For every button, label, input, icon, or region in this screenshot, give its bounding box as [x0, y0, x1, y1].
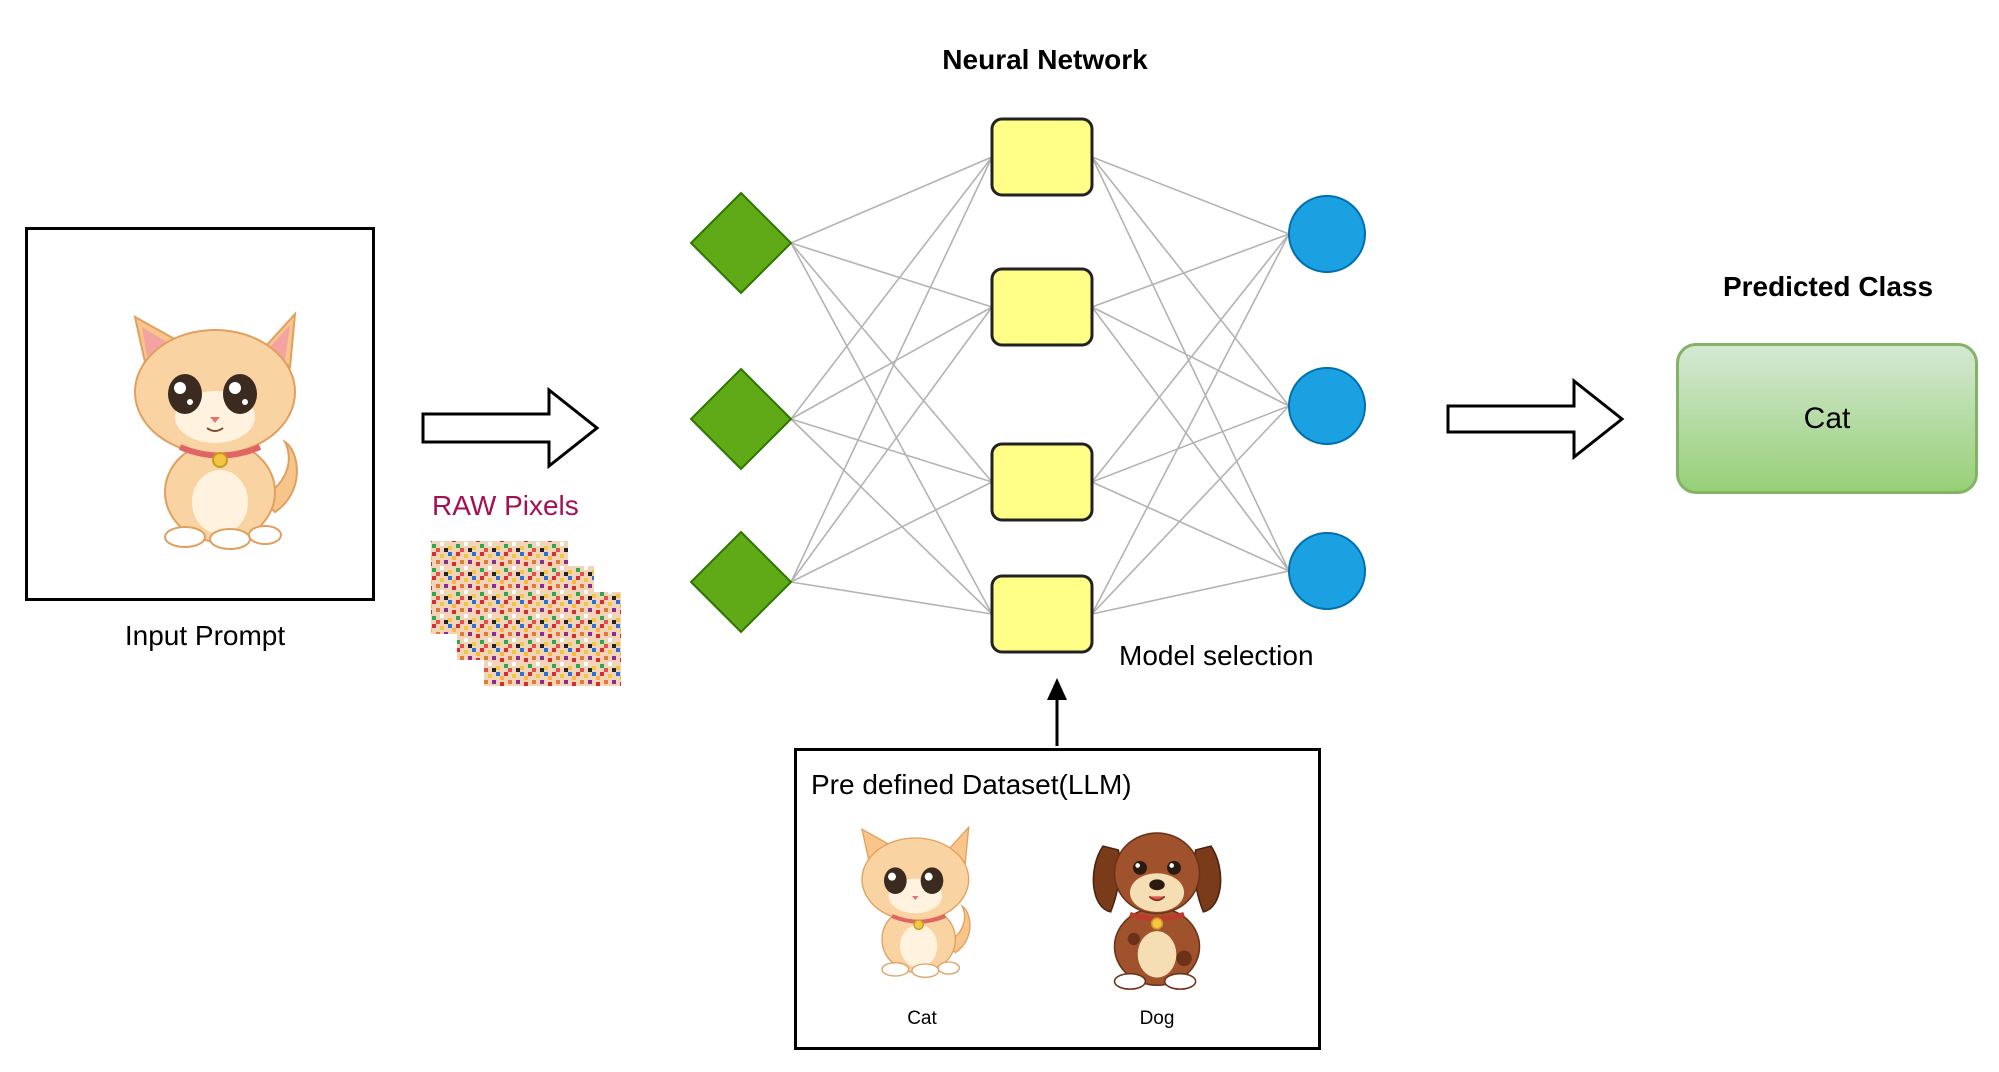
edge-h2-out0 [1091, 233, 1290, 483]
input-prompt-caption: Input Prompt [124, 620, 286, 651]
edge-h0-out0 [1091, 156, 1290, 235]
dataset-dog-image [1092, 832, 1222, 990]
hidden-node-0 [990, 117, 1094, 197]
network-edges [790, 156, 1290, 615]
edge-in0-h3 [790, 242, 993, 615]
input-node-0 [689, 191, 793, 295]
edge-in0-h1 [790, 242, 993, 308]
predicted-class-box: Cat [1676, 343, 1978, 494]
edge-in2-h1 [790, 306, 993, 583]
edge-h2-out1 [1091, 405, 1290, 483]
arrow-input-to-network [421, 386, 600, 470]
hidden-node-3 [990, 574, 1094, 654]
dataset-cat-label: Cat [907, 1008, 937, 1029]
dataset-title: Pre defined Dataset(LLM) [811, 769, 1132, 800]
output-node-2 [1288, 532, 1366, 610]
hidden-node-1 [990, 267, 1094, 347]
edge-h1-out0 [1091, 233, 1290, 308]
output-node-0 [1288, 195, 1366, 273]
edge-in0-h0 [790, 156, 993, 244]
edge-h0-out2 [1091, 156, 1290, 572]
edge-h3-out0 [1091, 233, 1290, 615]
input-node-1 [689, 367, 793, 471]
edge-in2-h2 [790, 481, 993, 583]
predicted-class-title: Predicted Class [1722, 271, 1934, 302]
input-image-frame [25, 227, 375, 601]
edge-h1-out2 [1091, 306, 1290, 572]
hidden-node-2 [990, 442, 1094, 522]
raw-pixels-label: RAW Pixels [432, 490, 579, 521]
edge-in2-h0 [790, 156, 993, 583]
edge-in1-h0 [790, 156, 993, 420]
arrow-network-to-prediction [1446, 377, 1625, 461]
edge-h2-out2 [1091, 481, 1290, 572]
edge-in1-h3 [790, 418, 993, 615]
raw-pixels-image [431, 541, 621, 686]
input-node-2 [689, 530, 793, 634]
edge-in1-h1 [790, 306, 993, 420]
model-selection-caption: Model selection [1119, 640, 1314, 671]
output-node-1 [1288, 367, 1366, 445]
dataset-dog-label: Dog [1139, 1008, 1175, 1029]
dataset-frame: Pre defined Dataset(LLM) Cat [794, 748, 1321, 1050]
dataset-cat-image [861, 826, 971, 978]
edge-h1-out1 [1091, 306, 1290, 407]
kitten-image [133, 311, 298, 550]
edge-h3-out2 [1091, 570, 1290, 615]
edge-in1-h2 [790, 418, 993, 483]
predicted-class-value: Cat [1803, 401, 1851, 435]
edge-in2-h3 [790, 581, 993, 615]
neural-network-title: Neural Network [942, 44, 1148, 75]
edge-h0-out1 [1091, 156, 1290, 407]
edge-h3-out1 [1091, 405, 1290, 615]
